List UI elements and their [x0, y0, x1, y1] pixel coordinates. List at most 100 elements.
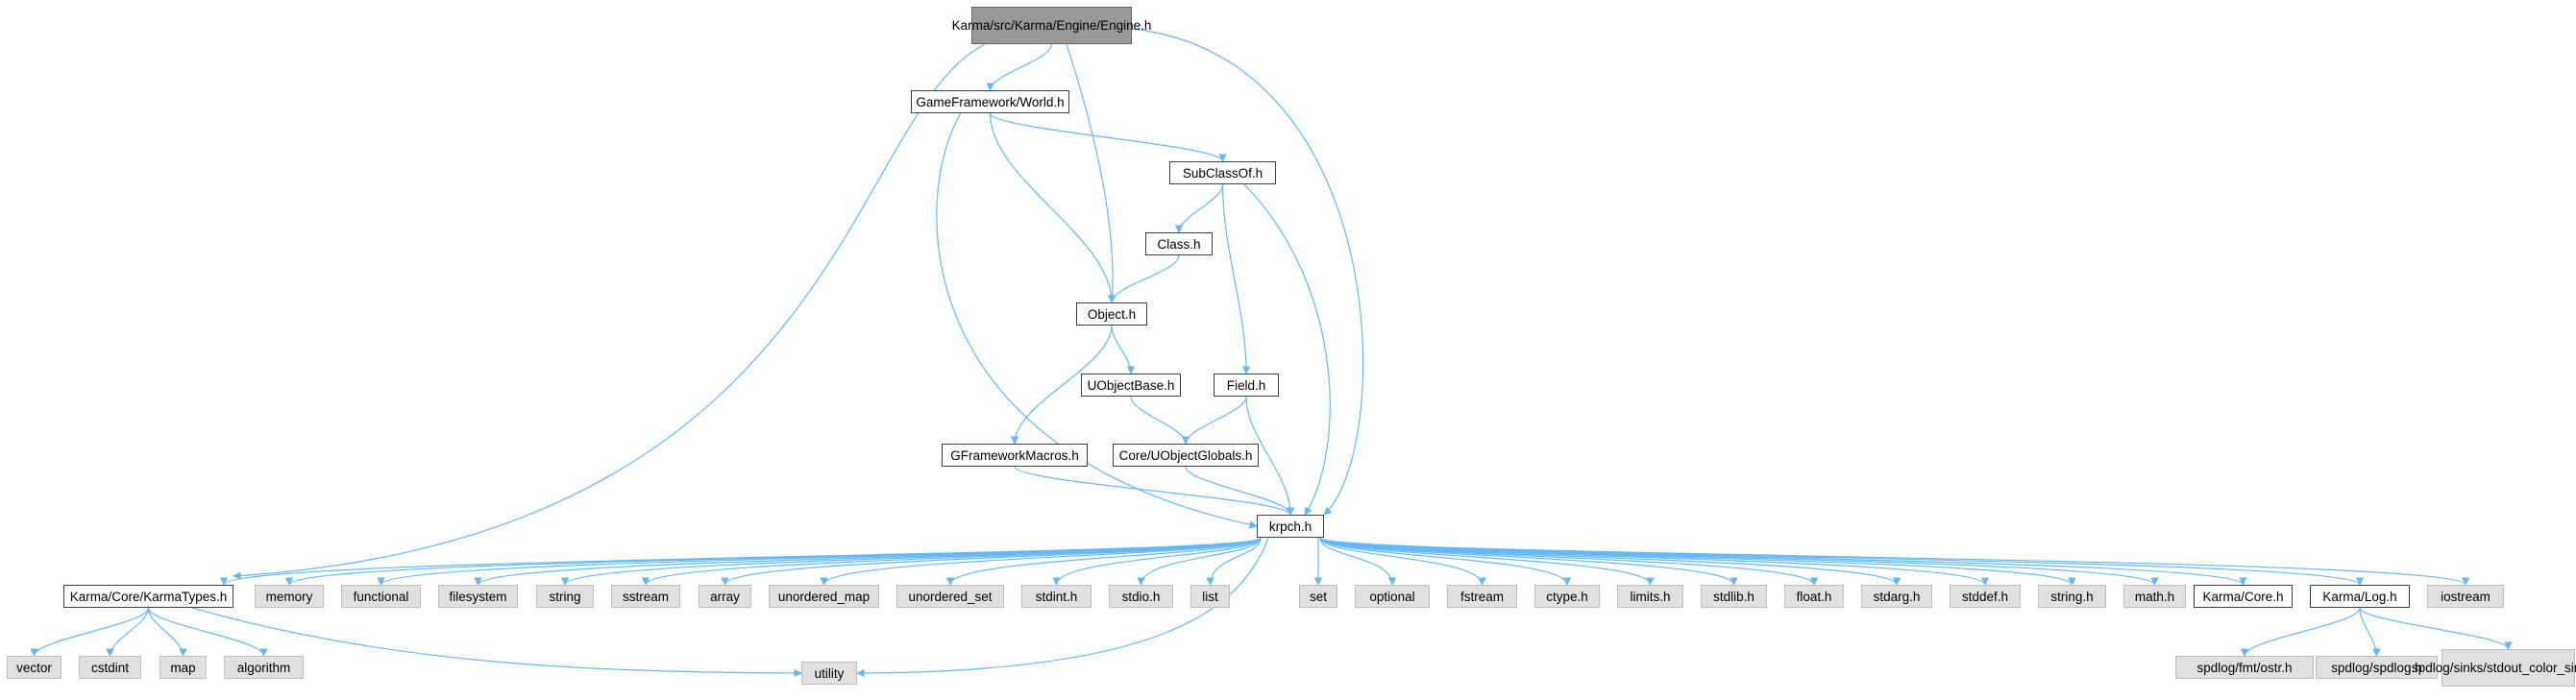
node-array[interactable]: array — [699, 585, 751, 608]
node-stdlib[interactable]: stdlib.h — [1701, 585, 1767, 608]
node-label: spdlog/fmt/ostr.h — [2196, 660, 2293, 675]
node-subclassof[interactable]: SubClassOf.h — [1169, 161, 1276, 184]
node-label: sstream — [622, 589, 669, 604]
edge-uobjectbase-to-uobjectglobals — [1130, 396, 1190, 445]
node-label: ctype.h — [1546, 589, 1588, 604]
edge-class-to-object — [1107, 254, 1180, 303]
node-object[interactable]: Object.h — [1076, 302, 1147, 326]
node-label: stdio.h — [1121, 589, 1161, 604]
node-functional[interactable]: functional — [341, 585, 421, 608]
node-limits[interactable]: limits.h — [1617, 585, 1683, 608]
edge-subclassof-to-class — [1174, 183, 1224, 233]
edge-world-to-object — [989, 112, 1116, 303]
edge-karmalog-to-stdout-sinks — [2359, 607, 2513, 650]
edge-object-to-uobjectbase — [1111, 325, 1136, 374]
node-label: memory — [265, 589, 313, 604]
node-stdarg[interactable]: stdarg.h — [1861, 585, 1932, 608]
node-stringh[interactable]: string.h — [2038, 585, 2106, 608]
node-optional[interactable]: optional — [1355, 585, 1430, 608]
node-engine: Karma/src/Karma/Engine/Engine.h — [952, 7, 1151, 44]
edge-karmatypes-to-utility — [191, 607, 802, 678]
node-algorithm[interactable]: algorithm — [224, 656, 304, 679]
node-filesystem[interactable]: filesystem — [438, 585, 518, 608]
node-label: math.h — [2134, 589, 2175, 604]
node-spdlog[interactable]: spdlog/spdlog.h — [2316, 656, 2438, 679]
node-label: stdarg.h — [1873, 589, 1921, 604]
node-world[interactable]: GameFramework/World.h — [911, 90, 1069, 113]
node-label: stddef.h — [1961, 589, 2009, 604]
edge-krpch-to-unordered-map — [820, 537, 1262, 586]
node-karmacore[interactable]: Karma/Core.h — [2194, 585, 2293, 608]
node-class[interactable]: Class.h — [1145, 232, 1213, 255]
edge-karmatypes-to-vector — [30, 607, 150, 657]
node-label: list — [1202, 589, 1218, 604]
node-label: utility — [814, 665, 845, 681]
node-vector[interactable]: vector — [7, 656, 61, 679]
edge-krpch-to-iostream — [1319, 537, 2469, 586]
node-label: Karma/Core.h — [2202, 589, 2284, 604]
edge-krpch-to-stdio — [1137, 537, 1262, 586]
node-sstream[interactable]: sstream — [611, 585, 680, 608]
node-utility[interactable]: utility — [801, 662, 857, 685]
node-label: cstdint — [90, 660, 130, 675]
edge-krpch-to-list — [1206, 537, 1262, 586]
edge-world-to-krpch — [936, 112, 1258, 529]
edge-krpch-to-optional — [1319, 537, 1397, 586]
edge-field-to-krpch — [1245, 396, 1295, 516]
node-string[interactable]: string — [536, 585, 594, 608]
node-label: array — [710, 589, 740, 604]
node-karmalog[interactable]: Karma/Log.h — [2310, 585, 2410, 608]
node-fstream[interactable]: fstream — [1447, 585, 1517, 608]
node-uobjectglobals[interactable]: Core/UObjectGlobals.h — [1113, 444, 1259, 467]
edge-subclassof-to-field — [1221, 183, 1251, 374]
node-label: Karma/src/Karma/Engine — [951, 18, 1097, 33]
node-label: map — [170, 660, 196, 675]
node-map[interactable]: map — [159, 656, 207, 679]
node-stdout-sinks[interactable]: spdlog/sinks/stdout_color_sinks.h — [2412, 649, 2576, 687]
edge-gframeworkmacros-to-krpch — [1014, 466, 1295, 516]
edge-field-to-uobjectglobals — [1181, 396, 1247, 445]
node-krpch[interactable]: krpch.h — [1257, 515, 1324, 538]
node-fmt-ostr[interactable]: spdlog/fmt/ostr.h — [2175, 656, 2314, 679]
node-unordered-set[interactable]: unordered_set — [896, 585, 1004, 608]
node-karmatypes[interactable]: Karma/Core/KarmaTypes.h — [63, 585, 233, 608]
edge-uobjectglobals-to-krpch — [1185, 466, 1295, 516]
edge-karmatypes-to-algorithm — [147, 607, 268, 657]
node-label: iostream — [2441, 589, 2490, 604]
node-label: SubClassOf.h — [1182, 165, 1263, 181]
edge-krpch-to-utility — [856, 537, 1269, 678]
node-label: Karma/Log.h — [2322, 589, 2397, 604]
node-math[interactable]: math.h — [2123, 585, 2186, 608]
edge-karmatypes-to-cstdint — [106, 607, 150, 657]
edge-karmalog-to-fmt-ostr — [2240, 607, 2361, 657]
edge-object-to-gframeworkmacros — [1010, 325, 1113, 445]
edge-engine-to-krpch — [1131, 28, 1364, 516]
node-label: _color_sinks.h — [2521, 661, 2576, 675]
node-uobjectbase[interactable]: UObjectBase.h — [1081, 374, 1181, 397]
edge-krpch-to-stddef — [1319, 537, 1990, 586]
node-label: set — [1309, 589, 1327, 604]
node-label: Core/UObjectGlobals.h — [1118, 447, 1253, 463]
node-stddef[interactable]: stddef.h — [1950, 585, 2021, 608]
node-ctype[interactable]: ctype.h — [1534, 585, 1600, 608]
node-gframeworkmacros[interactable]: GFrameworkMacros.h — [942, 444, 1088, 467]
node-list[interactable]: list — [1190, 585, 1230, 608]
node-label: stdlib.h — [1713, 589, 1754, 604]
node-label: stdint.h — [1035, 589, 1078, 604]
node-stdio[interactable]: stdio.h — [1109, 585, 1173, 608]
node-float[interactable]: float.h — [1784, 585, 1844, 608]
node-set[interactable]: set — [1299, 585, 1337, 608]
node-memory[interactable]: memory — [255, 585, 324, 608]
node-label: algorithm — [236, 660, 291, 675]
node-cstdint[interactable]: cstdint — [79, 656, 141, 679]
node-label: krpch.h — [1268, 519, 1313, 534]
node-label: Field.h — [1226, 377, 1266, 393]
edge-krpch-to-limits — [1319, 537, 1655, 586]
node-iostream[interactable]: iostream — [2427, 585, 2504, 608]
node-unordered-map[interactable]: unordered_map — [769, 585, 879, 608]
node-field[interactable]: Field.h — [1214, 374, 1279, 397]
edge-subclassof-to-krpch — [1243, 183, 1331, 516]
edge-engine-to-object — [1066, 43, 1116, 303]
node-label: string.h — [2050, 589, 2094, 604]
node-stdint[interactable]: stdint.h — [1021, 585, 1092, 608]
